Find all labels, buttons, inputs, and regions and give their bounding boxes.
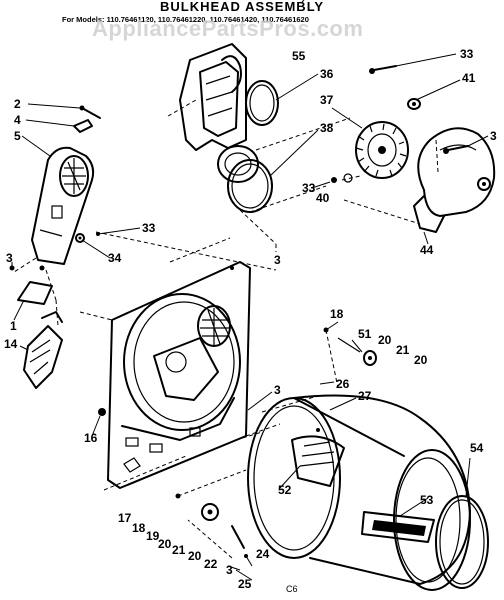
callout-19: 19 [146,529,160,543]
watermark: AppliancePartsPros.com [92,16,363,41]
callout-labels: 2 4 5 33 34 3 1 14 16 55 36 37 38 33 41 … [4,47,497,594]
callout-20-right-a: 20 [378,333,392,347]
callout-3-right: 3 [490,129,497,143]
callout-26: 26 [336,377,350,391]
callout-22: 22 [204,557,218,571]
callout-41: 41 [462,71,476,85]
callout-33-right-top: 33 [460,47,474,61]
callout-34: 34 [108,251,122,265]
bearing-hardware-lower [175,493,248,558]
blower-housing-44 [413,127,496,233]
callout-18-right: 18 [330,307,344,321]
blower-wheel-37 [355,121,409,179]
callout-3-left: 3 [6,251,13,265]
washer-34 [75,232,100,243]
front-bulkhead-panel [107,261,251,489]
callout-14: 14 [4,337,18,351]
callout-21-lower: 21 [172,543,186,557]
callout-54: 54 [470,441,484,455]
callout-38: 38 [320,121,334,135]
callout-37: 37 [320,93,334,107]
callout-20-lower-a: 20 [158,537,172,551]
callout-27: 27 [358,389,372,403]
callout-20-lower-b: 20 [188,549,202,563]
models-line: For Models: 110.76461120, 110.76461220, … [62,15,309,24]
diagram-title: BULKHEAD ASSEMBLY [160,0,324,14]
figure-code: C6 [286,584,298,594]
callout-36: 36 [320,67,334,81]
callout-4: 4 [14,113,21,127]
bulkhead-duct-housing [179,43,259,183]
callout-53: 53 [420,493,434,507]
callout-40: 40 [316,191,330,205]
blower-seal-ring-36 [245,80,279,126]
screw-16 [98,408,106,416]
clip-4 [73,119,93,133]
lint-duct-5 [31,146,95,265]
callout-55: 55 [292,49,306,63]
bearing-41 [407,98,421,110]
screw-3-right [443,145,469,154]
callout-3-bottom: 3 [226,563,233,577]
callout-2: 2 [14,97,21,111]
door-switch-14 [23,311,63,389]
callout-3-drum: 3 [274,383,281,397]
callout-52: 52 [278,483,292,497]
callout-44: 44 [420,243,434,257]
callout-17: 17 [118,511,132,525]
callout-1: 1 [10,319,17,333]
callout-25: 25 [238,577,252,591]
callout-21-right: 21 [396,343,410,357]
callout-33-left: 33 [142,221,156,235]
callout-51: 51 [358,327,372,341]
callout-33-mid: 33 [302,181,316,195]
callout-20-right-b: 20 [414,353,428,367]
screw-2 [79,105,101,119]
drum-seal-54 [435,495,489,589]
drum-assembly [247,394,471,591]
callout-5: 5 [14,129,21,143]
leader-lines [11,0,489,581]
callout-16: 16 [84,431,98,445]
callout-3-center: 3 [274,253,281,267]
callout-18-lower: 18 [132,521,146,535]
callout-24: 24 [256,547,270,561]
